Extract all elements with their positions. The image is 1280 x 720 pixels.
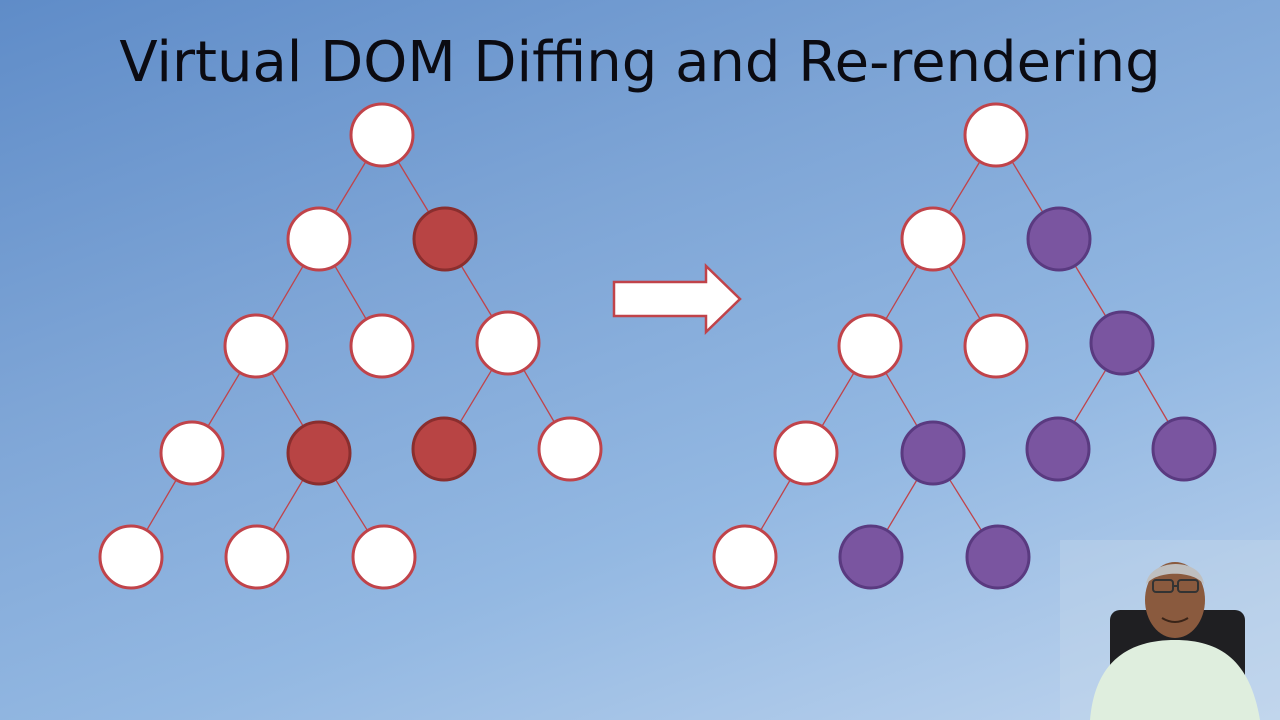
tree-edge <box>334 265 367 320</box>
tree-edge <box>460 265 493 317</box>
tree-node-unchanged <box>351 524 417 590</box>
tree-edge <box>885 265 918 320</box>
tree-edge <box>334 478 369 532</box>
tree-edge <box>1011 161 1044 213</box>
tree-edge <box>272 479 304 531</box>
tree-edge <box>207 372 241 427</box>
tree-edge <box>146 479 177 531</box>
tree-node-unchanged <box>349 102 415 168</box>
tree-edge <box>948 265 981 320</box>
tree-edge <box>1074 265 1107 317</box>
slide-title: Virtual DOM Diffing and Re-rendering <box>119 30 1161 95</box>
tree-node-rerendered <box>1151 416 1217 482</box>
tree-node-rerendered <box>838 524 904 590</box>
tree-node-rerendered <box>1089 310 1155 376</box>
tree-node-rerendered <box>1025 416 1091 482</box>
tree-edge <box>271 372 304 427</box>
tree-edge <box>885 372 918 427</box>
tree-node-unchanged <box>963 313 1029 379</box>
tree-node-unchanged <box>537 416 603 482</box>
tree-node-unchanged <box>98 524 164 590</box>
tree-edge <box>523 369 555 423</box>
tree-node-unchanged <box>475 310 541 376</box>
tree-node-unchanged <box>773 420 839 486</box>
tree-node-unchanged <box>223 313 289 379</box>
right-arrow-icon <box>612 263 742 335</box>
tree-node-unchanged <box>286 206 352 272</box>
tree-node-rerendered <box>900 420 966 486</box>
old-virtual-dom-tree <box>98 102 603 590</box>
tree-node-changed <box>411 416 477 482</box>
tree-node-changed <box>412 206 478 272</box>
tree-node-unchanged <box>837 313 903 379</box>
tree-node-unchanged <box>712 524 778 590</box>
tree-node-unchanged <box>900 206 966 272</box>
tree-edge <box>334 161 367 213</box>
tree-edge <box>948 161 981 213</box>
tree-edge <box>886 479 918 531</box>
tree-edge <box>271 265 304 320</box>
tree-node-unchanged <box>159 420 225 486</box>
tree-node-unchanged <box>963 102 1029 168</box>
tree-edge <box>760 479 791 531</box>
tree-node-unchanged <box>349 313 415 379</box>
tree-edge <box>948 478 983 532</box>
tree-edge <box>397 161 430 213</box>
tree-node-rerendered <box>1026 206 1092 272</box>
tree-edge <box>1137 369 1169 423</box>
tree-node-unchanged <box>224 524 290 590</box>
tree-node-rerendered <box>965 524 1031 590</box>
tree-edge <box>459 369 493 423</box>
tree-node-changed <box>286 420 352 486</box>
tree-edge <box>1073 369 1107 423</box>
tree-edge <box>821 372 855 427</box>
new-rendered-tree <box>712 102 1217 590</box>
presenter-video-thumbnail <box>1060 540 1280 720</box>
